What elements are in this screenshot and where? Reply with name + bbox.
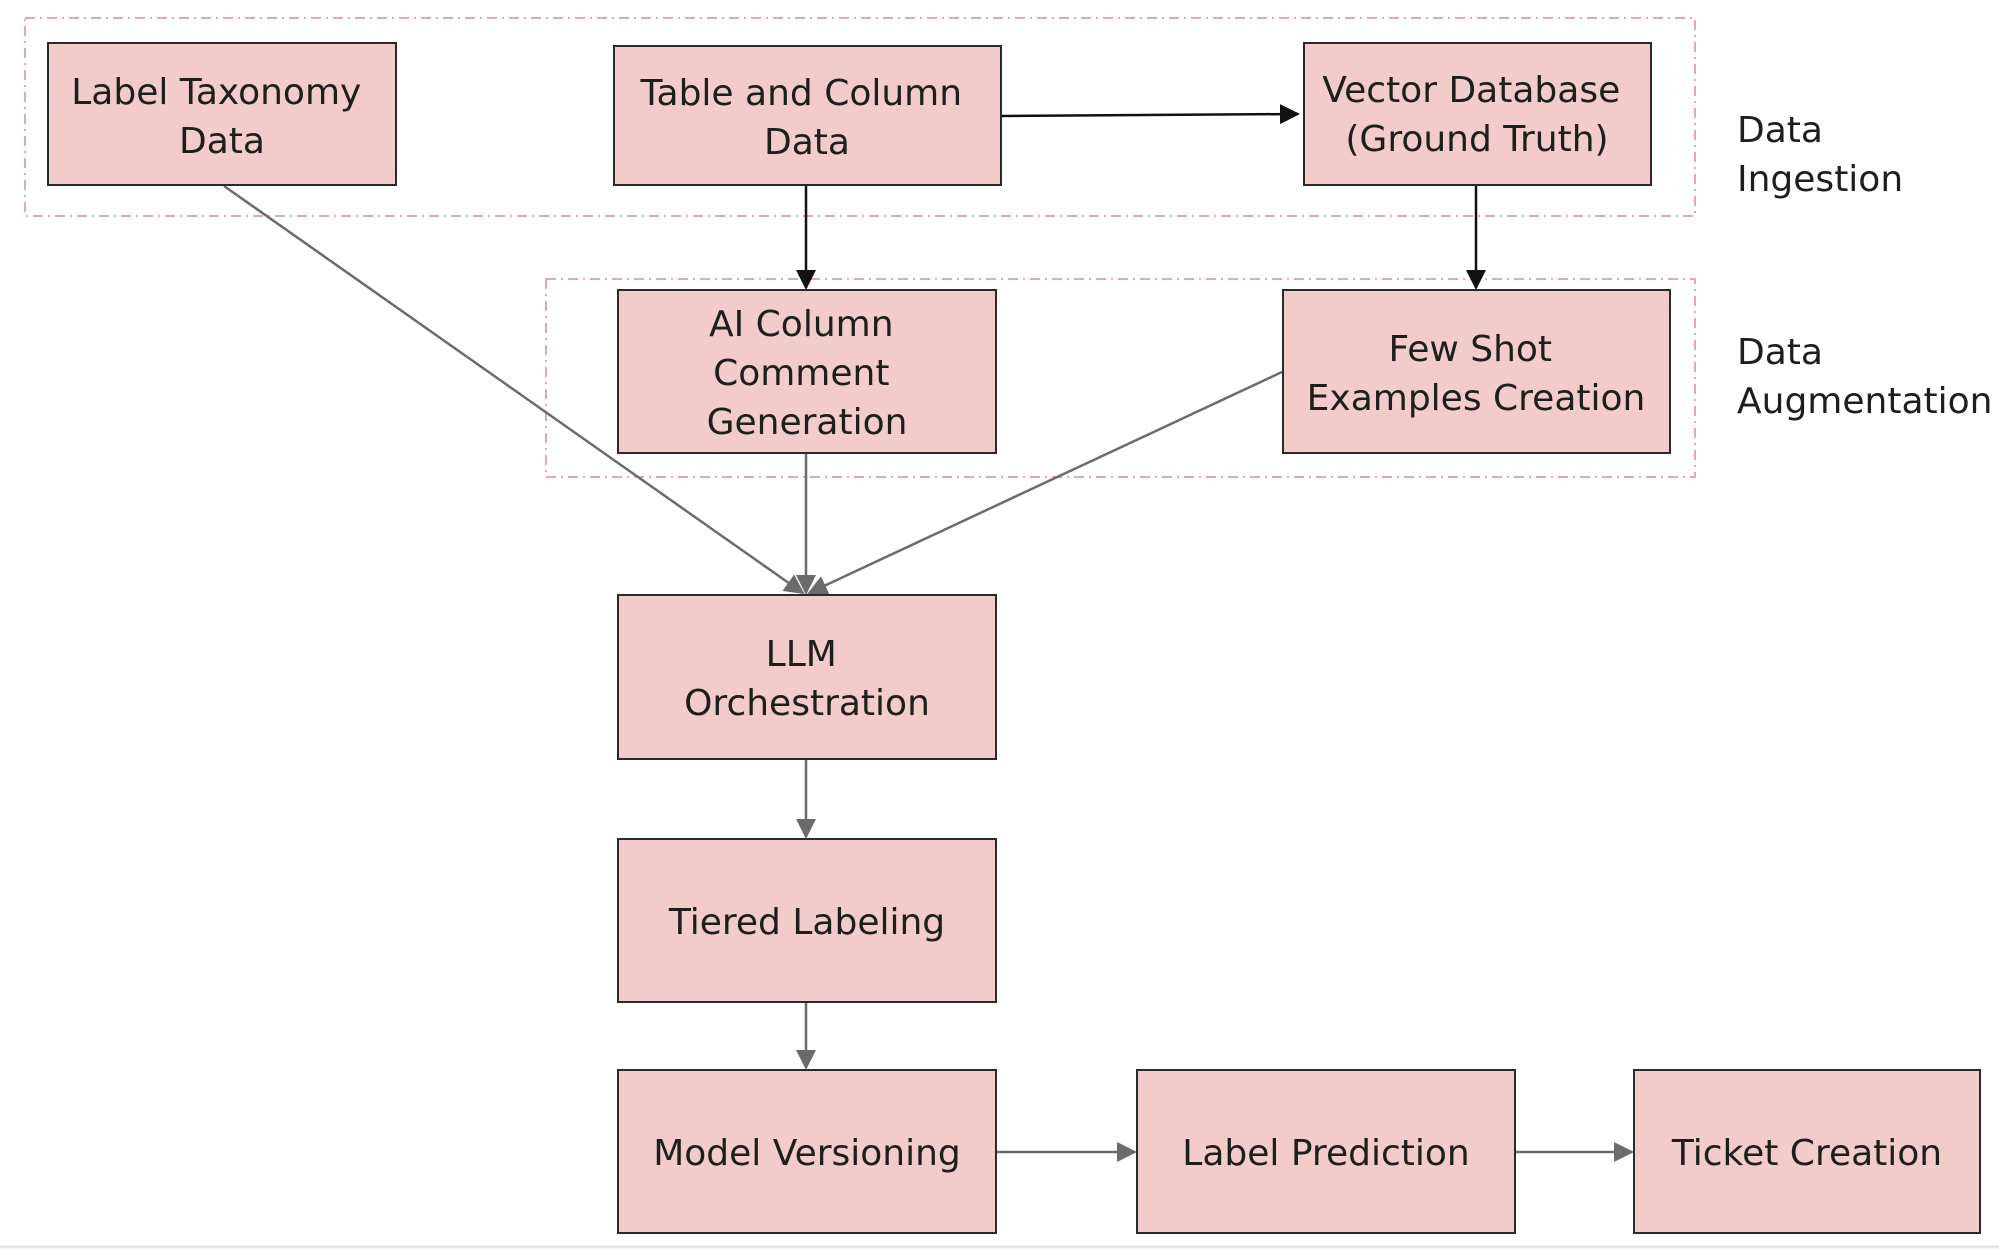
node-text-line: Comment [713, 353, 889, 394]
node-label-prediction-box [1136, 1069, 1516, 1234]
node-text-line: Examples Creation [1307, 378, 1646, 419]
node-vector-db-text: Vector Database (Ground Truth) [1322, 70, 1631, 160]
node-text-line: Label Taxonomy [71, 72, 361, 113]
node-tiered-labeling-text: Tiered Labeling [668, 902, 945, 943]
node-llm-orchestration: LLM Orchestration [617, 594, 997, 760]
node-ai-comment-text: AI Column Comment Generation [707, 304, 908, 443]
node-ticket-creation-box [1633, 1069, 1981, 1234]
node-tiered-labeling: Tiered Labeling [617, 838, 997, 1003]
node-label-taxonomy-box [47, 42, 397, 186]
edge-table-to-vector-db [1000, 104, 1300, 125]
node-vector-db-box [1303, 42, 1652, 186]
node-label-taxonomy: Label Taxonomy Data [47, 42, 397, 186]
node-text-line: Ticket Creation [1671, 1133, 1942, 1174]
node-llm-orchestration-box [617, 594, 997, 760]
data-ingestion-label: Data Ingestion [1737, 110, 1903, 200]
node-llm-orchestration-text: LLM Orchestration [684, 634, 930, 724]
node-table-column: Table and Column Data [613, 45, 1002, 186]
node-ticket-creation: Ticket Creation [1633, 1069, 1981, 1234]
node-text-line: AI Column [709, 304, 894, 345]
node-ticket-creation-text: Ticket Creation [1671, 1133, 1942, 1174]
node-text-line: (Ground Truth) [1345, 119, 1608, 160]
edges [223, 104, 1634, 1162]
node-table-column-box [613, 45, 1002, 186]
node-tiered-labeling-box [617, 838, 997, 1003]
node-text-line: Data [764, 122, 850, 163]
data-ingestion-label-line: Ingestion [1737, 159, 1903, 200]
node-text-line: Vector Database [1322, 70, 1620, 111]
node-text-line: Data [179, 121, 265, 162]
node-text-line: Orchestration [684, 683, 930, 724]
node-ai-comment: AI Column Comment Generation [617, 289, 997, 454]
node-model-versioning-box [617, 1069, 997, 1234]
node-few-shot: Few Shot Examples Creation [1282, 289, 1671, 454]
node-table-column-text: Table and Column Data [639, 73, 973, 163]
data-augmentation-label-line: Data [1737, 332, 1823, 373]
node-text-line: Tiered Labeling [668, 902, 945, 943]
node-text-line: Generation [707, 402, 908, 443]
node-few-shot-text: Few Shot Examples Creation [1307, 329, 1646, 419]
data-ingestion-label-line: Data [1737, 110, 1823, 151]
node-label-prediction: Label Prediction [1136, 1069, 1516, 1234]
data-augmentation-label: Data Augmentation [1737, 332, 1992, 422]
node-text-line: Few Shot [1388, 329, 1552, 370]
data-augmentation-label-line: Augmentation [1737, 381, 1992, 422]
node-few-shot-box [1282, 289, 1671, 454]
node-model-versioning: Model Versioning [617, 1069, 997, 1234]
node-ai-comment-box [617, 289, 997, 454]
node-label-taxonomy-text: Label Taxonomy Data [71, 72, 373, 162]
node-text-line: Table and Column [639, 73, 962, 114]
node-label-prediction-text: Label Prediction [1182, 1133, 1469, 1174]
edge-label-taxonomy-to-llm [223, 184, 805, 595]
data-augmentation-group [545, 278, 1696, 478]
node-model-versioning-text: Model Versioning [653, 1133, 961, 1174]
node-vector-db: Vector Database (Ground Truth) [1303, 42, 1652, 186]
edge-few-shot-to-llm [807, 370, 1283, 595]
node-text-line: Model Versioning [653, 1133, 961, 1174]
data-ingestion-group [24, 17, 1696, 217]
node-text-line: LLM [766, 634, 837, 675]
node-text-line: Label Prediction [1182, 1133, 1469, 1174]
